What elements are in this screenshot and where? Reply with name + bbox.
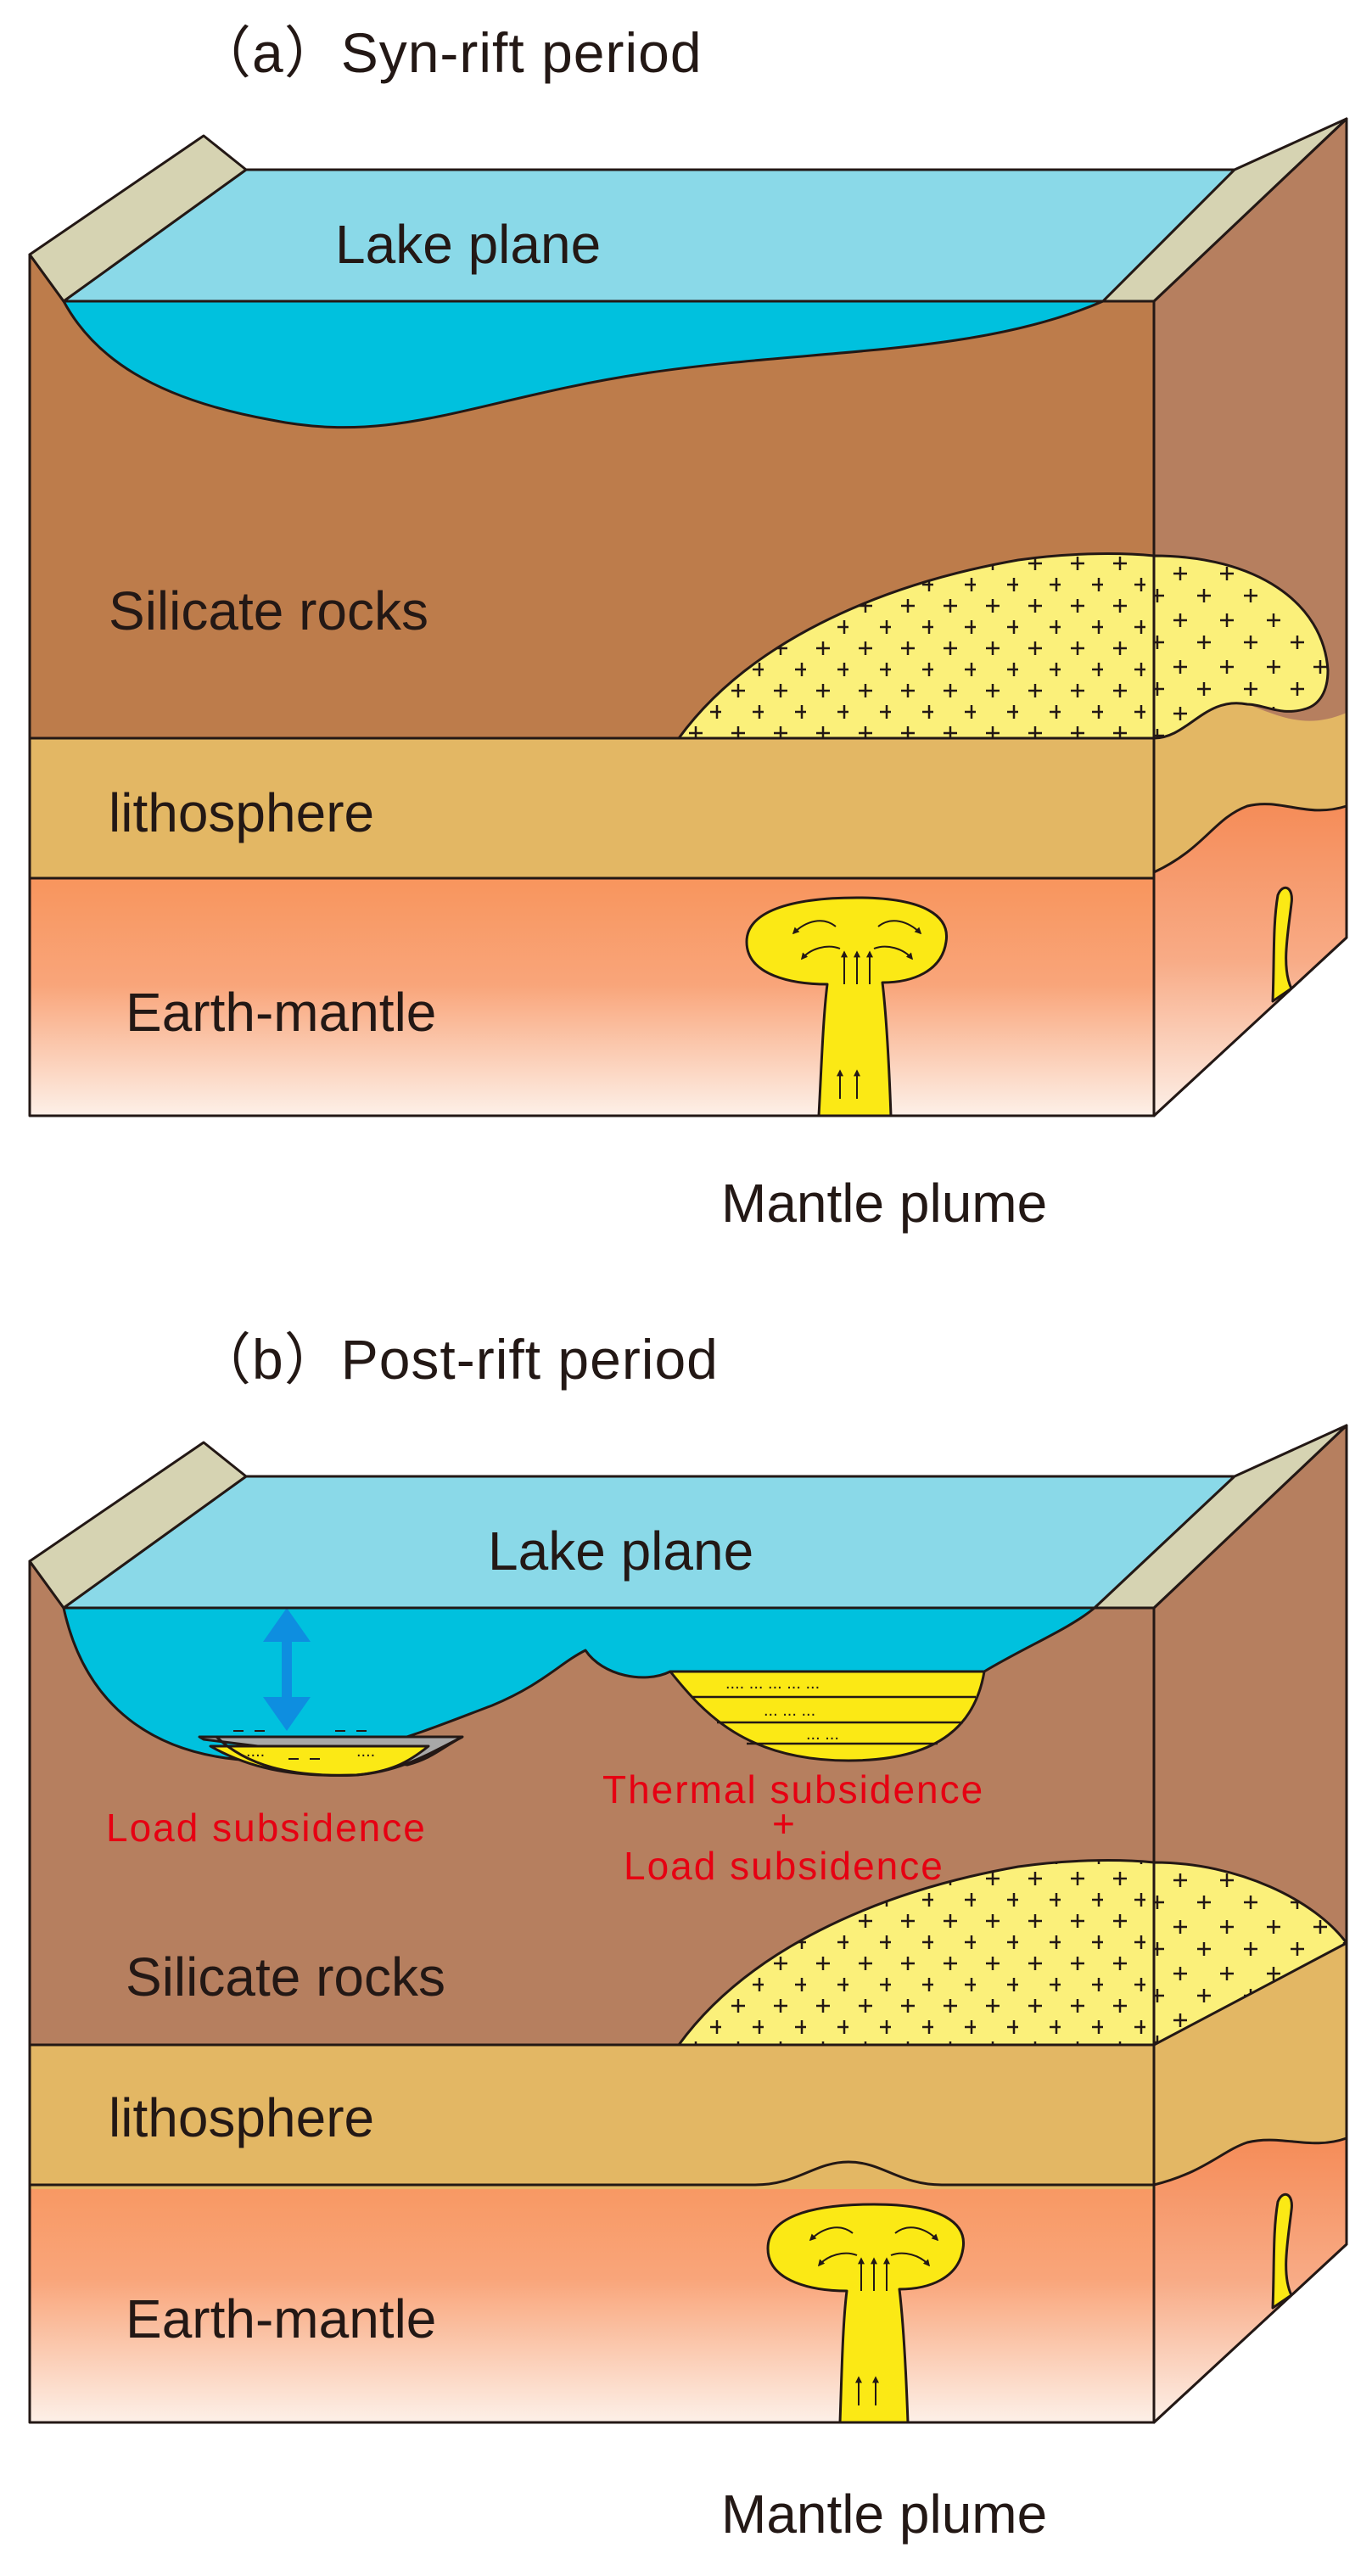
- svg-text:.... ... ... ... ...: .... ... ... ... ...: [725, 1674, 820, 1693]
- panel-a-side-plume: [1271, 886, 1293, 1003]
- panel-a-side-face: [1152, 117, 1348, 1117]
- panel-b-title: （b）Post-rift period: [195, 1328, 719, 1391]
- panel-b-water: [62, 1606, 1096, 1762]
- panel-b-label-thermal-2: Load subsidence: [624, 1844, 944, 1888]
- panel-a-label-rocks: Silicate rocks: [109, 580, 428, 641]
- panel-a-front-face: [28, 253, 1156, 1117]
- panel-a-label-mantle: Earth-mantle: [126, 982, 436, 1043]
- panel-b-plume: [766, 2203, 966, 2424]
- svg-text:... ...: ... ...: [806, 1725, 839, 1744]
- panel-b-label-rocks: Silicate rocks: [126, 1946, 445, 2008]
- panel-a-title: （a）Syn-rift period: [195, 21, 703, 84]
- panel-b-right-shoulder: [1093, 1424, 1348, 1610]
- svg-text:... ... ...: ... ... ...: [764, 1701, 815, 1720]
- panel-b-label-plume: Mantle plume: [721, 2484, 1047, 2545]
- panel-a-plume: [745, 896, 949, 1117]
- panel-a-granite: [677, 552, 1156, 740]
- panel-b-depth-arrow: [263, 1608, 311, 1731]
- svg-text:....: ....: [356, 1742, 375, 1761]
- panel-a-water: [62, 300, 1105, 429]
- panel-b-label-plus: +: [772, 1801, 797, 1845]
- panel-b-label-lake: Lake plane: [488, 1520, 753, 1582]
- panel-a-right-shoulder: [1101, 117, 1348, 303]
- panel-b-label-load: Load subsidence: [106, 1806, 427, 1850]
- panel-b-left-shoulder: [28, 1441, 248, 1610]
- panel-b-side-plume: [1271, 2192, 1293, 2310]
- panel-a-left-shoulder: [28, 134, 248, 303]
- panel-a-label-litho: lithosphere: [109, 782, 374, 843]
- svg-text:....: ....: [246, 1742, 265, 1761]
- panel-b-side-face: [1152, 1424, 1348, 2424]
- panel-b-label-thermal-1: Thermal subsidence: [602, 1767, 984, 1812]
- panel-a-label-plume: Mantle plume: [721, 1173, 1047, 1234]
- panel-b: （b）Post-rift period .... ....: [28, 1328, 1348, 2545]
- panel-a-label-lake: Lake plane: [335, 214, 601, 275]
- panel-a-top-surface: [28, 117, 1348, 303]
- panel-b-label-mantle: Earth-mantle: [126, 2288, 436, 2349]
- panel-b-thermal-sediment: .... ... ... ... ... ... ... ... ... ...: [669, 1670, 986, 1762]
- panel-b-top-surface: [28, 1424, 1348, 1610]
- panel-a: （a）Syn-rift period: [28, 21, 1348, 1234]
- panel-a-lake-surface: [62, 168, 1236, 303]
- panel-b-label-litho: lithosphere: [109, 2087, 374, 2148]
- panel-b-granite: [677, 1859, 1156, 2047]
